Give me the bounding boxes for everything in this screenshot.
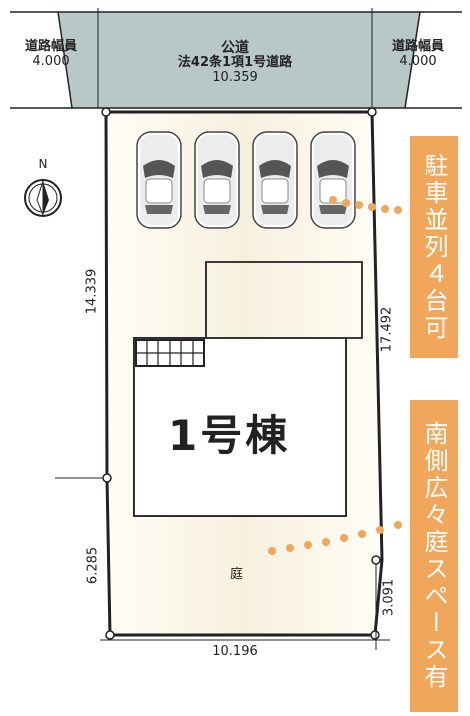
callout-leaders	[268, 196, 402, 555]
dimension-right-upper: 17.492	[379, 306, 395, 353]
building-label: 1号棟	[168, 411, 291, 460]
boundary-marker	[102, 473, 112, 483]
road-width-left: 道路幅員 4.000	[8, 39, 94, 70]
road-name: 公道 法42条1項1号道路 10.359	[140, 40, 330, 86]
road-width-right: 道路幅員 4.000	[374, 39, 462, 70]
dimension-bottom: 10.196	[212, 644, 258, 659]
boundary-marker	[370, 630, 380, 640]
frontage-dimension: 10.359	[212, 70, 258, 86]
parking-area	[136, 131, 356, 229]
dimension-left-upper: 14.339	[84, 268, 100, 315]
road-width-left-label: 道路幅員	[24, 39, 77, 54]
building-1	[133, 337, 347, 517]
car-icon	[136, 131, 182, 229]
boundary-marker	[105, 630, 115, 640]
road-type: 公道	[221, 40, 249, 56]
boundary-markers	[101, 107, 381, 640]
north-arrow-icon	[24, 179, 62, 217]
car-icon	[252, 131, 298, 229]
compass-north-label: N	[38, 157, 48, 171]
callout-garden: 南側広々庭スペース有	[410, 400, 458, 712]
road-width-right-value: 4.000	[399, 53, 437, 69]
boundary-marker	[101, 107, 111, 117]
road-width-left-value: 4.000	[32, 53, 70, 69]
road-width-right-label: 道路幅員	[391, 39, 444, 54]
boundary-marker	[367, 107, 377, 117]
garden-label: 庭	[230, 567, 244, 582]
dimension-left-lower: 6.285	[85, 546, 101, 585]
boundary-marker	[371, 555, 381, 565]
dimension-lines	[55, 477, 390, 650]
road-classification: 法42条1項1号道路	[177, 55, 293, 71]
dimension-right-lower: 3.091	[381, 578, 397, 617]
car-icon	[310, 131, 356, 229]
balcony-grid	[135, 339, 205, 367]
car-icon	[194, 131, 240, 229]
callout-parking: 駐車並列４台可	[410, 136, 458, 358]
